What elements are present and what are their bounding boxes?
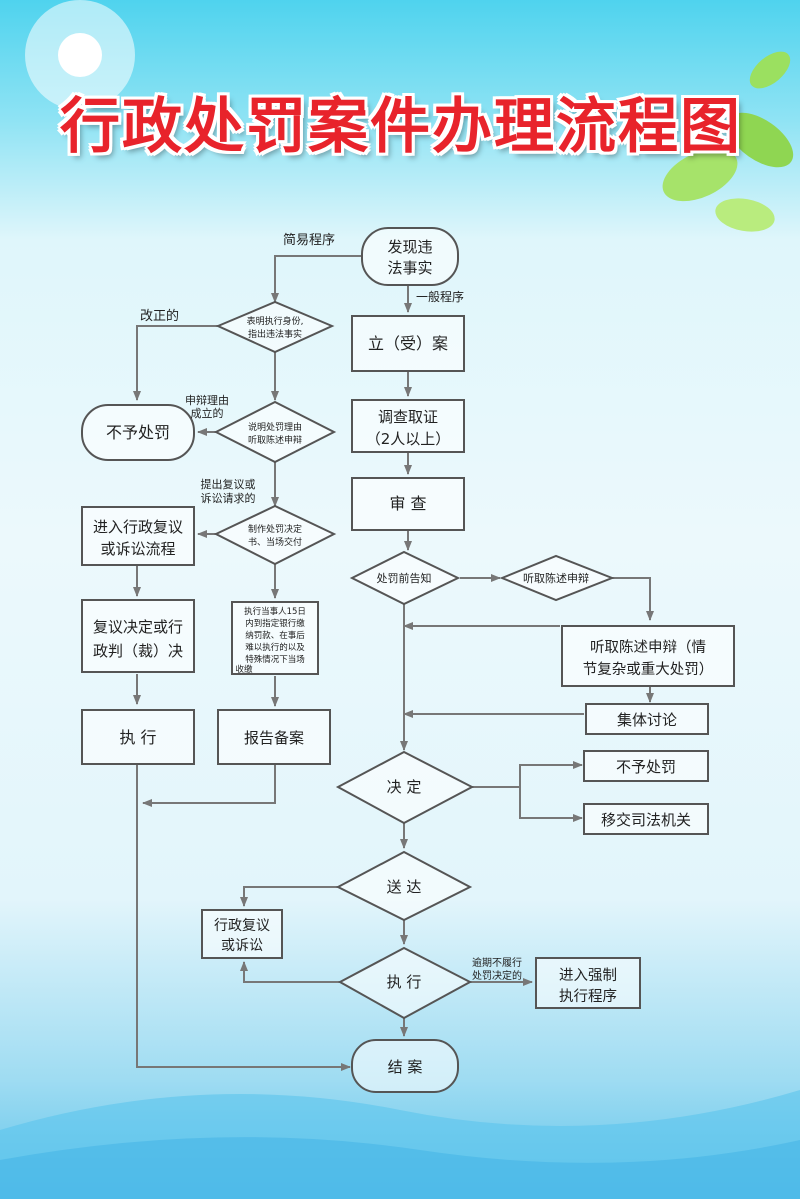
node-no-penalty-left: 不予处罚 [81,404,195,461]
node-admin-review: 行政复议 或诉讼 [201,909,283,959]
svg-text:表明执行身份,: 表明执行身份, [247,315,304,327]
svg-text:收缴: 收缴 [235,664,253,675]
svg-text:听取陈述申辩: 听取陈述申辩 [248,434,302,446]
sun [58,33,102,77]
svg-text:集体讨论: 集体讨论 [617,711,677,729]
node-review-result: 复议决定或行 政判（裁）决 [81,599,195,673]
svg-text:行政复议: 行政复议 [214,917,270,934]
node-group-discussion: 集体讨论 [585,703,709,735]
node-investigate: 调查取证 （2人以上） [351,399,465,453]
svg-text:处罚前告知: 处罚前告知 [377,571,432,585]
label-simple-procedure: 简易程序 [283,232,335,248]
svg-text:不予处罚: 不予处罚 [106,423,170,442]
svg-text:制作处罚决定: 制作处罚决定 [248,523,302,535]
node-pre-notice: 处罚前告知 [349,550,461,606]
water-wave-front [0,1137,800,1199]
node-serve: 送 达 [335,850,473,922]
svg-text:或诉讼流程: 或诉讼流程 [100,540,175,558]
node-examine: 审 查 [351,477,465,531]
page-title: 行政处罚案件办理流程图 [60,92,742,162]
svg-text:进入行政复议: 进入行政复议 [93,518,183,536]
label-corrected: 改正的 [140,308,179,324]
svg-text:纳罚款、在事后: 纳罚款、在事后 [245,630,305,641]
svg-text:不予处罚: 不予处罚 [616,758,676,776]
svg-text:听取陈述申辩（情: 听取陈述申辩（情 [590,638,706,656]
node-discover: 发现违 法事实 [361,227,459,286]
svg-text:报告备案: 报告备案 [244,729,304,747]
svg-text:内到指定银行缴: 内到指定银行缴 [245,618,305,629]
svg-text:执行程序: 执行程序 [559,988,617,1005]
node-transfer-judicial: 移交司法机关 [583,803,709,835]
node-hear-defense: 听取陈述申辩 [499,554,615,602]
node-enforce: 进入强制 执行程序 [535,957,641,1009]
svg-text:审 查: 审 查 [389,494,426,513]
svg-text:难以执行的以及: 难以执行的以及 [245,642,305,653]
svg-text:送 达: 送 达 [387,878,422,896]
label-request-2: 诉讼请求的 [201,491,256,505]
svg-text:结 案: 结 案 [388,1058,423,1076]
node-file-case: 立（受）案 [351,315,465,372]
svg-text:复议决定或行: 复议决定或行 [93,618,183,636]
node-show-id: 表明执行身份, 指出违法事实 [215,300,335,354]
svg-text:节复杂或重大处罚）: 节复杂或重大处罚） [583,660,714,678]
leaves-decoration [662,51,794,232]
svg-text:政判（裁）决: 政判（裁）决 [93,642,183,660]
node-execute-note: 执行当事人15日 内到指定银行缴 纳罚款、在事后 难以执行的以及 特殊情况下当场… [231,601,319,675]
node-hearing: 听取陈述申辩（情 节复杂或重大处罚） [561,625,735,687]
svg-text:立（受）案: 立（受）案 [368,334,448,353]
node-no-penalty-right: 不予处罚 [583,750,709,782]
node-execute-main: 执 行 [337,946,473,1020]
svg-text:决 定: 决 定 [387,778,422,796]
node-decide: 决 定 [335,750,475,825]
svg-text:特殊情况下当场: 特殊情况下当场 [245,654,305,665]
svg-text:（2人以上）: （2人以上） [366,430,451,448]
node-make-decision: 制作处罚决定 书、当场交付 [213,504,337,566]
label-overdue-2: 处罚决定的 [472,969,522,982]
svg-text:法事实: 法事实 [387,259,432,277]
svg-text:指出违法事实: 指出违法事实 [248,328,302,340]
node-explain: 说明处罚理由 听取陈述申辩 [213,400,337,464]
label-overdue-1: 逾期不履行 [472,956,522,969]
label-defense-reason-1: 申辩理由 [185,393,229,407]
node-execute-left: 执 行 [81,709,195,765]
svg-text:调查取证: 调查取证 [378,408,438,426]
svg-text:进入强制: 进入强制 [559,967,617,984]
svg-text:发现违: 发现违 [387,238,432,256]
label-general-procedure: 一般程序 [416,289,464,304]
svg-text:或诉讼: 或诉讼 [221,938,263,954]
label-request-1: 提出复议或 [201,477,256,491]
svg-text:执行当事人15日: 执行当事人15日 [244,606,306,617]
svg-text:书、当场交付: 书、当场交付 [248,536,302,548]
node-report: 报告备案 [217,709,331,765]
svg-text:执 行: 执 行 [387,973,422,991]
svg-text:听取陈述申辩: 听取陈述申辩 [523,571,589,585]
connectors [133,255,654,1071]
svg-text:移交司法机关: 移交司法机关 [601,811,691,829]
svg-text:执 行: 执 行 [119,728,156,747]
label-defense-reason-2: 成立的 [191,406,224,420]
node-close-case: 结 案 [351,1039,459,1093]
node-review-flow: 进入行政复议 或诉讼流程 [81,506,195,566]
svg-text:说明处罚理由: 说明处罚理由 [248,421,302,433]
